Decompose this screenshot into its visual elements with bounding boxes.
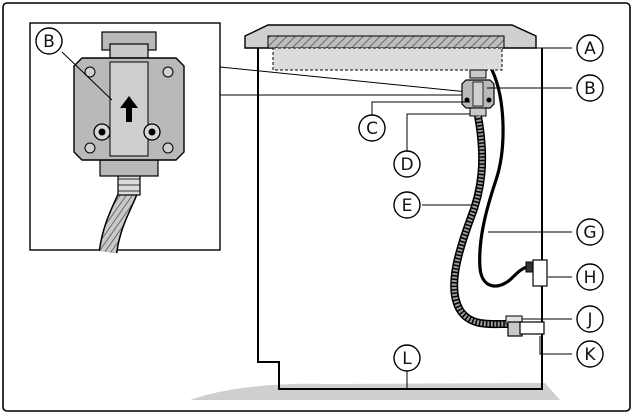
socket-box [532, 259, 548, 287]
callout-k-label: K [584, 345, 596, 365]
callout-a-label: A [584, 39, 596, 59]
callout-b: B [576, 74, 604, 102]
callout-c: C [358, 114, 386, 142]
floor [190, 383, 560, 400]
callout-d-label: D [400, 155, 413, 175]
callout-l-label: L [402, 349, 412, 369]
callout-b-inset-label: B [43, 32, 55, 52]
callout-e: E [393, 191, 421, 219]
callout-b-inset: B [35, 27, 63, 55]
callout-h: H [576, 263, 604, 291]
callout-h-label: H [584, 268, 597, 288]
flow-direction-arrow-icon [120, 96, 138, 122]
tap-connector [519, 321, 545, 335]
callout-b-label: B [584, 79, 596, 99]
inset-bottom-collar [99, 159, 159, 177]
callout-e-label: E [402, 196, 413, 216]
steam-barrier-strip [272, 47, 503, 71]
zoom-line-top [219, 66, 469, 93]
callout-l: L [393, 344, 421, 372]
callout-d: D [393, 150, 421, 178]
callout-j-label: J [586, 310, 592, 330]
callout-k: K [576, 340, 604, 368]
callout-g-label: G [583, 223, 596, 243]
worktop-hatch [267, 35, 505, 49]
inlet-hose [451, 115, 509, 327]
callout-g: G [576, 218, 604, 246]
callout-j: J [576, 305, 604, 333]
electrical-cable [478, 69, 531, 288]
callout-c-label: C [366, 119, 378, 139]
callout-a: A [576, 34, 604, 62]
